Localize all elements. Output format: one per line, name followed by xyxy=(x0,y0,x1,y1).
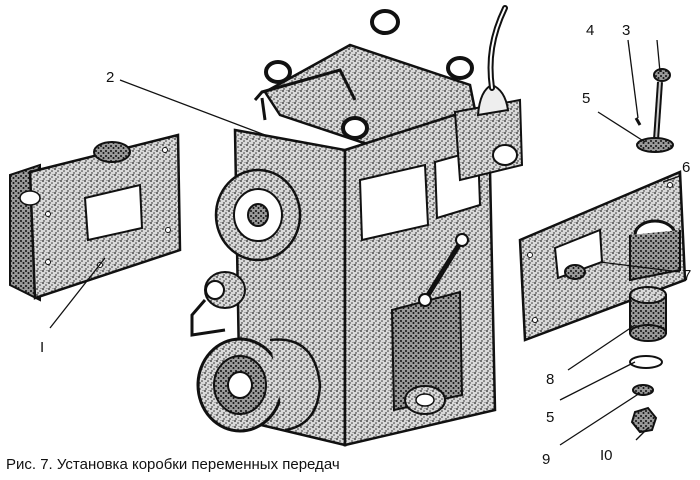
upper-washer-part xyxy=(636,137,674,153)
lower-washer-part xyxy=(629,355,663,369)
cotter-pin-part xyxy=(634,117,642,126)
right-mounting-bracket xyxy=(518,170,687,342)
callout-4: 4 xyxy=(586,22,594,39)
callout-8: 8 xyxy=(546,371,554,388)
callout-2: 2 xyxy=(106,69,114,86)
bolt-part xyxy=(653,68,671,141)
callout-1: I xyxy=(40,339,44,356)
rubber-bushing-part xyxy=(629,286,667,342)
callout-5-lower: 5 xyxy=(546,409,554,426)
callout-9: 9 xyxy=(542,451,550,468)
spring-washer-part xyxy=(632,384,654,396)
callout-7: 7 xyxy=(683,267,691,284)
figure-caption: Рис. 7. Установка коробки переменных пер… xyxy=(6,456,340,473)
left-mounting-bracket xyxy=(9,133,182,302)
callout-5-upper: 5 xyxy=(582,90,590,107)
callout-3: 3 xyxy=(622,22,630,39)
nut-part xyxy=(630,406,658,434)
callout-10: I0 xyxy=(600,447,613,464)
gearbox-housing xyxy=(190,5,524,447)
leader-lines xyxy=(49,39,681,446)
callout-6: 6 xyxy=(682,159,690,176)
